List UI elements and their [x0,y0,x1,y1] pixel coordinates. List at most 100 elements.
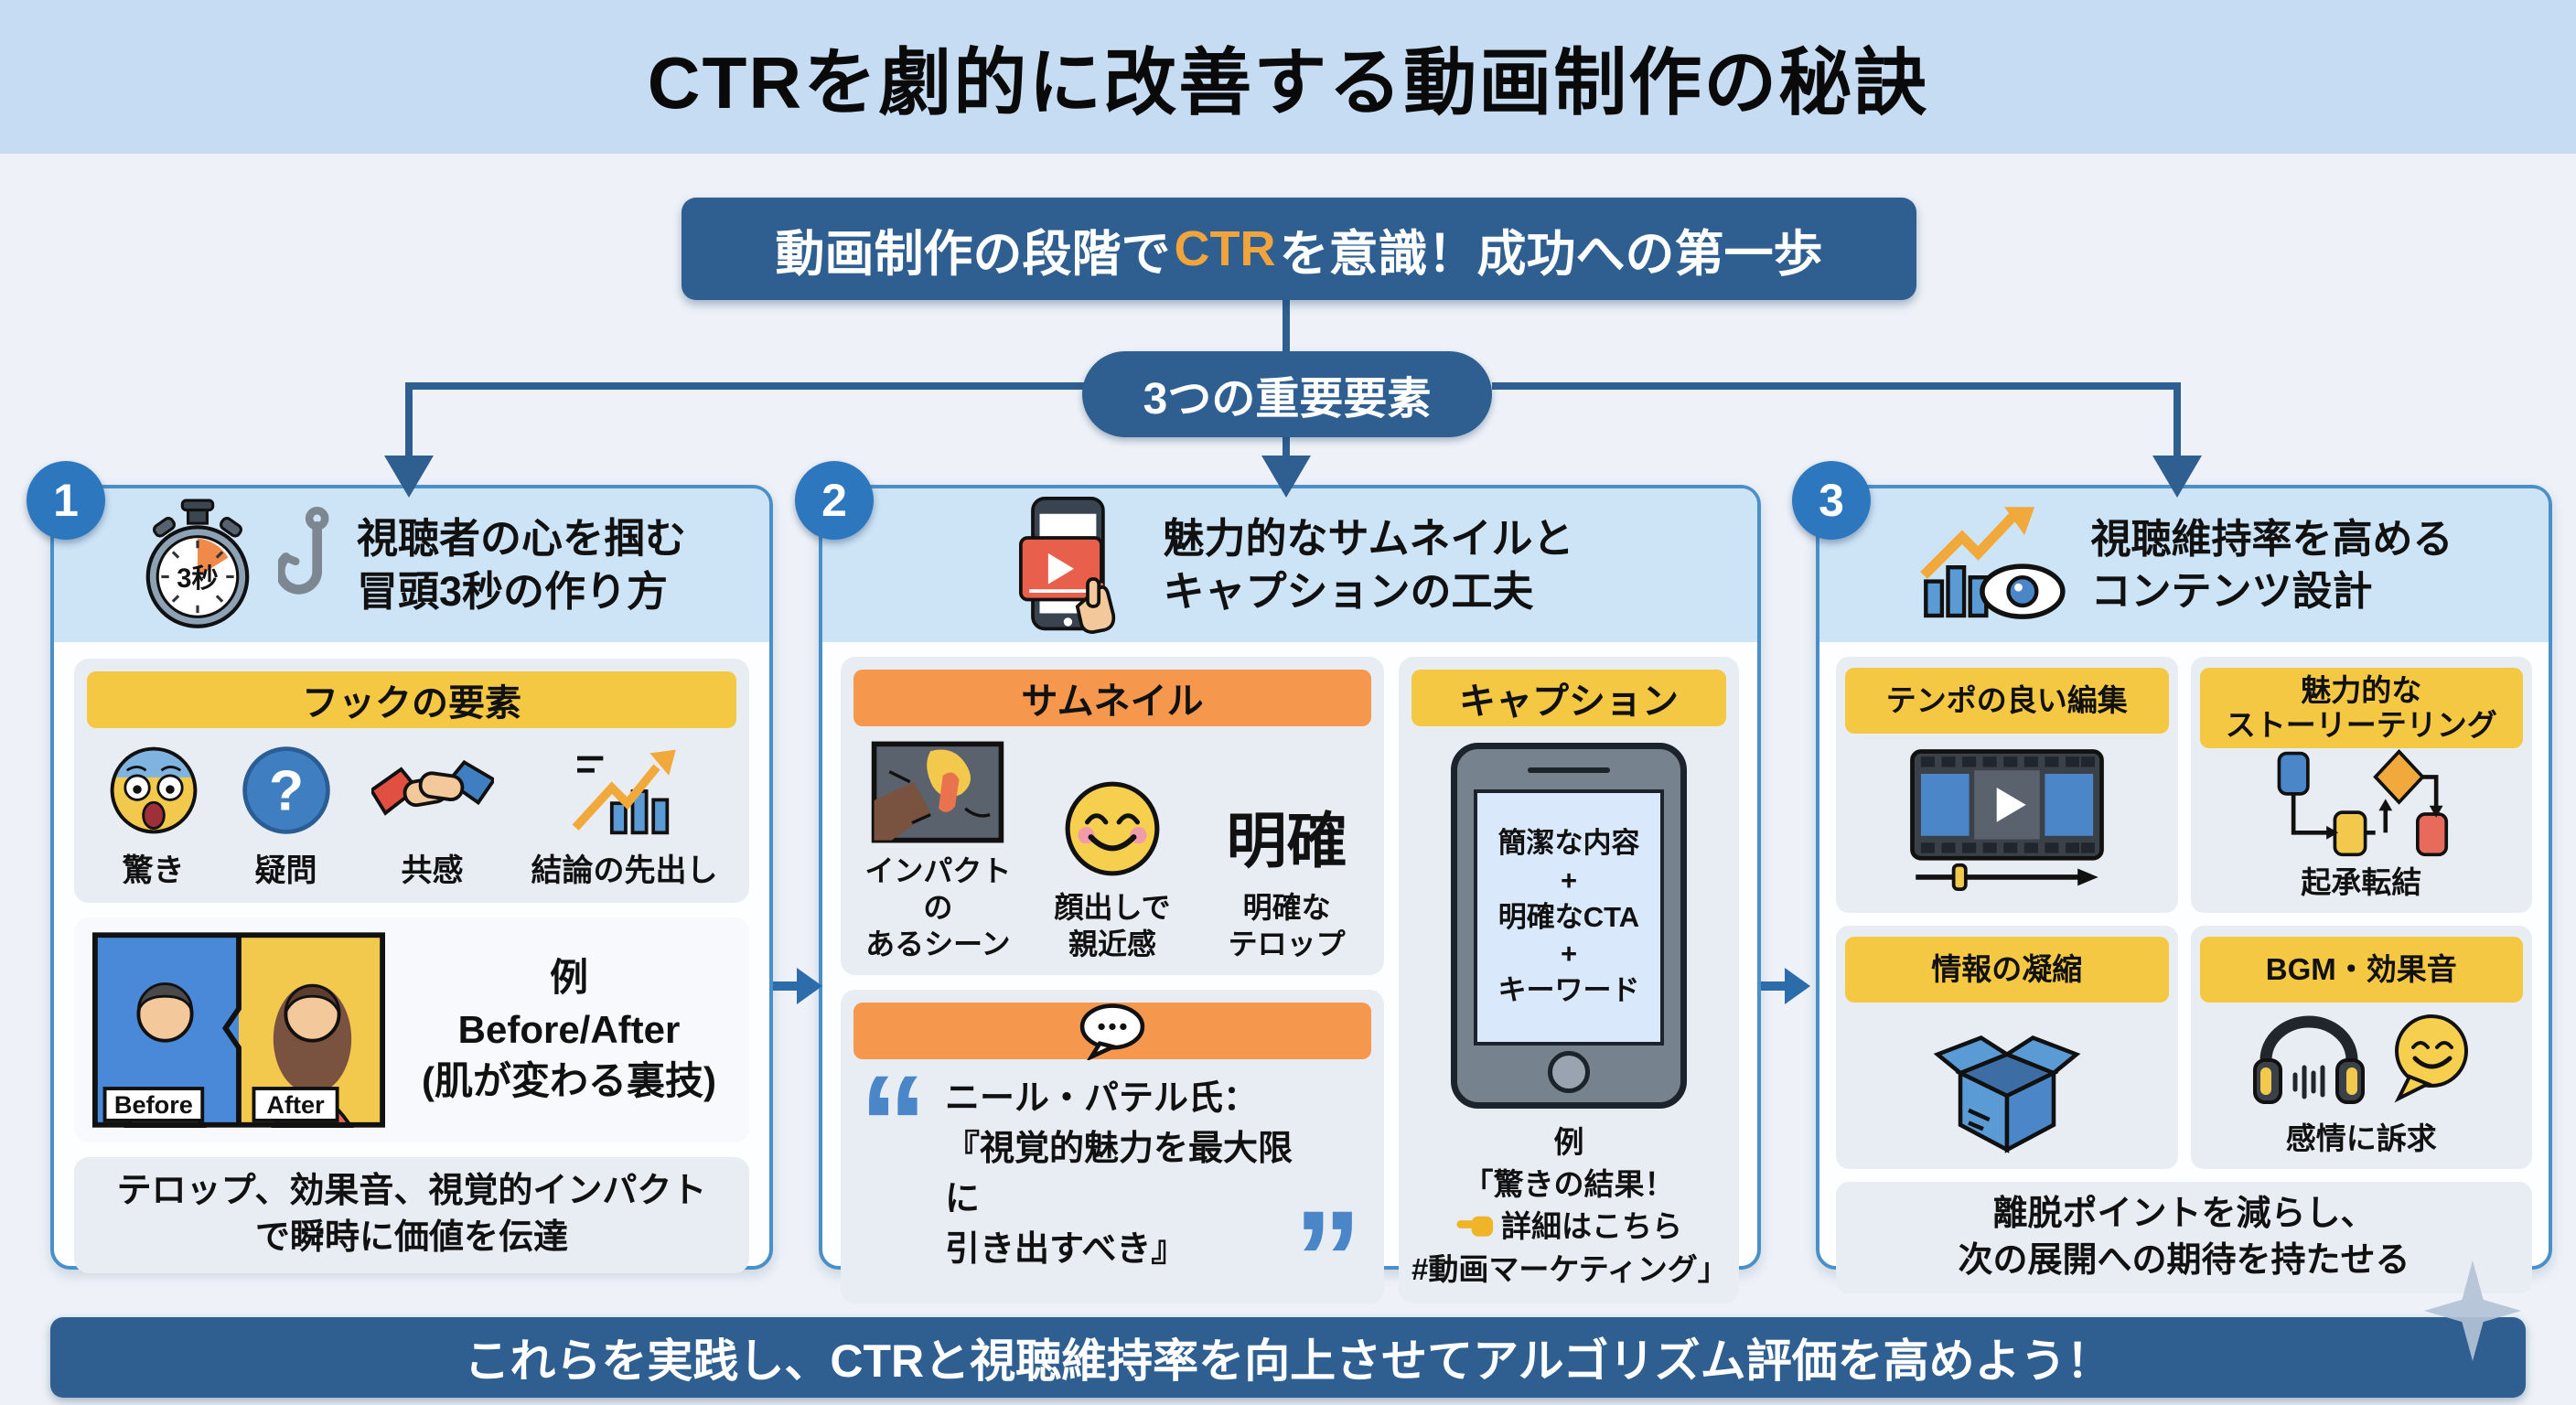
column3-note: 離脱ポイントを減らし、 次の展開への期待を持たせる [1836,1181,2532,1294]
column-hook-3sec: 1 3秒 [27,461,773,1273]
bgm-icons-wrap [2245,1003,2477,1114]
impact-scene-icon [872,741,1004,843]
connector-drop-center [1283,435,1290,461]
banner-text-pre: 動画制作の段階で [775,226,1171,282]
storytelling-header: 魅力的な ストーリーテリング [2199,668,2523,748]
connector-horizontal-left [405,382,1086,390]
shocked-face-icon [110,746,197,834]
column2-body: サムネイル [822,642,1757,1327]
column2-header: 魅力的なサムネイルと キャプションの工夫 [822,488,1757,642]
conclusion-text: これらを実践し、CTRと視聴維持率を向上させてアルゴリズム評価を高めよう！ [464,1335,2112,1387]
pointing-hand-icon [1456,1217,1494,1238]
quote-header [853,1003,1371,1060]
banner-text-highlight: CTR [1174,221,1276,276]
thumb-caption-impact: インパクトの あるシーン [864,854,1012,960]
thumb-item-impact: インパクトの あるシーン [853,741,1023,962]
column2-left-stack: サムネイル [841,657,1384,1336]
quote-open-mark: “ [859,1046,928,1200]
pill-label: 3つの重要要素 [1143,375,1432,424]
chart-eye-icon [1919,507,2066,619]
column1-note: テロップ、効果音、視覚的インパクト で瞬時に価値を伝達 [74,1157,749,1273]
column1-body: フックの要素 [54,642,769,1273]
arrow-col2-to-col3 [1761,968,1812,1004]
growth-chart-icon [572,749,676,835]
connector-drop-left [405,382,413,459]
fishhook-icon [277,507,329,595]
open-box-icon [1933,1035,2081,1153]
phone-speaker [1528,767,1610,773]
column-retention-design: 3 視聴維持率を高める コンテンツ設計 テンポの良い編集 [1792,461,2552,1294]
connector-drop-right [2174,382,2181,459]
quote-text: “ ニール・パテル氏： 『視覚的魅力を最大限に 引き出すべき』 ” [859,1046,1362,1336]
column3-header: 視聴維持率を高める コンテンツ設計 [1819,488,2549,642]
arrowhead-down-col3 [2152,456,2202,498]
question-icon: ? [242,746,330,834]
connector-banner-to-pill [1283,298,1290,355]
phone-play-icon [1019,497,1116,634]
happy-bubble-icon [2394,1014,2469,1103]
before-after-panel: Before After 例 Before/After (肌が変わる裏技) [74,917,749,1142]
quote-panel: “ ニール・パテル氏： 『視覚的魅力を最大限に 引き出すべき』 ” [841,990,1384,1336]
column3-title: 視聴維持率を高める コンテンツ設計 [2090,516,2453,614]
arrowhead-down-col2 [1261,456,1311,498]
hook-item-empathy: 共感 [370,743,494,890]
cell-tempo-editing: テンポの良い編集 [1836,657,2178,913]
thumb-caption-face: 顔出しで 親近感 [1054,891,1171,960]
thumbnail-header: サムネイル [853,670,1371,726]
column2-title: 魅力的なサムネイルと キャプションの工夫 [1163,514,1574,616]
banner-text-post: を意識！成功への第一歩 [1279,226,1823,282]
caption-example-text: 例 「驚きの結果！ 詳細はこちら #動画マーケティング」 [1411,1125,1728,1286]
question-glyph: ? [268,760,303,823]
before-after-illustration: Before After [92,932,385,1128]
speech-bubble-icon [1079,1003,1145,1060]
column1-header: 3秒 視聴者の心を掴む 冒頭3秒の作り方 [54,488,769,642]
thumb-caption-telop: 明確な テロップ [1228,891,1346,960]
step-3-badge: 3 [1792,461,1871,540]
intro-banner: 動画制作の段階で CTR を意識！成功への第一歩 [682,198,1916,300]
arrowhead-down-col1 [384,456,434,498]
before-label: Before [114,1090,193,1119]
thumbnail-items-row: インパクトの あるシーン [853,741,1371,962]
caption-phone-illustration: 簡潔な内容 + 明確なCTA + キーワード [1451,743,1687,1109]
thumbnail-panel: サムネイル [841,657,1384,975]
before-after-text: 例 Before/After (肌が変わる裏技) [422,955,716,1103]
hook-items-row: 驚き ? 疑問 [87,743,736,890]
title-band: CTRを劇的に改善する動画制作の秘訣 [0,0,2576,154]
step-2-badge: 2 [795,461,874,540]
phone-home-button [1548,1051,1590,1093]
thumb-item-telop: 明確 明確な テロップ [1202,741,1371,962]
column1-title: 視聴者の心を掴む 冒頭3秒の作り方 [356,514,686,616]
page-title: CTRを劇的に改善する動画制作の秘訣 [647,42,1929,123]
stopwatch-label: 3秒 [177,563,218,594]
hook-elements-header: フックの要素 [87,671,736,728]
hook-item-conclusion: 結論の先出し [531,743,718,890]
headphones-icon [2253,1015,2366,1104]
after-label: After [266,1090,325,1119]
filmstrip-icon-wrap [1893,734,2121,902]
cell-bgm-sfx: BGM・効果音 [2190,925,2532,1169]
thumb-item-face: 顔出しで 親近感 [1028,741,1197,962]
handshake-icon [370,759,494,816]
three-elements-pill: 3つの重要要素 [1082,351,1492,437]
flowchart-icon [2277,748,2449,857]
connector-horizontal-right [1492,382,2181,390]
quote-close-mark: ” [1293,1182,1362,1336]
arrow-col1-to-col2 [773,968,824,1004]
open-box-icon-wrap [1929,1003,2085,1158]
phone-screen-text: 簡潔な内容 + 明確なCTA + キーワード [1474,789,1664,1046]
caption-header: キャプション [1411,670,1726,726]
flowchart-icon-wrap [2256,748,2466,858]
smiley-face-icon [1065,781,1160,876]
hook-item-question: ? 疑問 [239,743,334,890]
hook-item-surprise: 驚き [106,743,201,890]
column-thumbnail-caption: 2 魅力的なサムネイルと キャプションの工夫 サムネイル [795,461,1761,1327]
cell-storytelling: 魅力的な ストーリーテリング [2190,657,2532,913]
cell-info-condense: 情報の凝縮 [1836,925,2178,1169]
conclusion-banner: これらを実践し、CTRと視聴維持率を向上させてアルゴリズム評価を高めよう！ [50,1317,2526,1398]
stopwatch-icon: 3秒 [145,499,250,628]
column3-body: テンポの良い編集 [1819,642,2549,1294]
step-1-badge: 1 [27,461,105,540]
filmstrip-icon [1909,749,2104,891]
hook-elements-panel: フックの要素 [74,659,749,903]
